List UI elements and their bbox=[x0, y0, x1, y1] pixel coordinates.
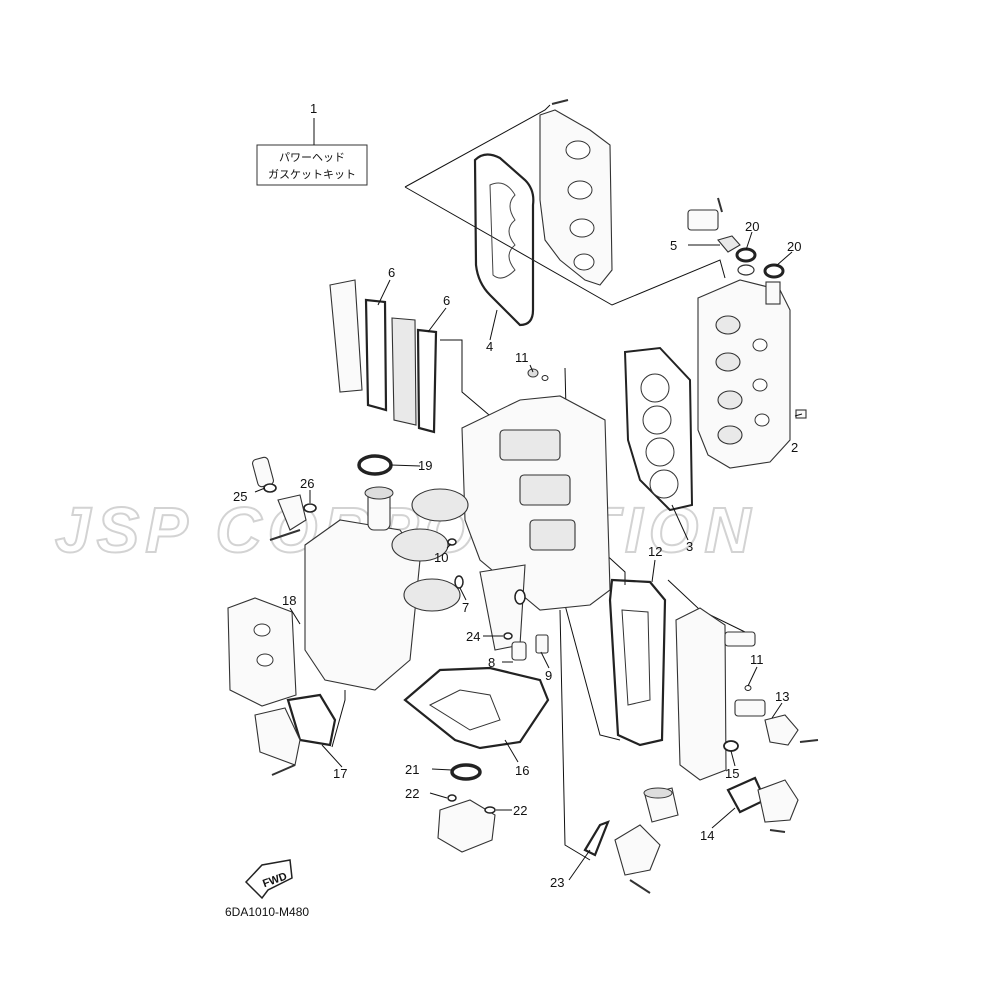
callout-26: 26 bbox=[300, 476, 314, 491]
callout-5: 5 bbox=[670, 238, 677, 253]
oil-filter bbox=[583, 787, 679, 894]
callout-6a: 6 bbox=[388, 265, 395, 280]
small-parts bbox=[447, 368, 549, 661]
callout-16: 16 bbox=[515, 763, 529, 778]
callout-4: 4 bbox=[486, 339, 493, 354]
callout-24: 24 bbox=[466, 629, 480, 644]
callout-3: 3 bbox=[686, 539, 693, 554]
gasket-17 bbox=[254, 693, 337, 776]
callout-6b: 6 bbox=[443, 293, 450, 308]
gasket-kit-box: パワーヘッド ガスケットキット bbox=[256, 118, 368, 186]
kit-box-line1: パワーヘッド bbox=[279, 151, 345, 164]
callout-7: 7 bbox=[462, 600, 469, 615]
head-gasket bbox=[623, 346, 694, 512]
crankshaft-assembly bbox=[304, 486, 469, 691]
callout-10: 10 bbox=[434, 550, 448, 565]
leader-lines bbox=[254, 231, 803, 881]
callout-21: 21 bbox=[405, 762, 419, 777]
callout-12: 12 bbox=[648, 544, 662, 559]
callout-22b: 22 bbox=[513, 803, 527, 818]
callout-9: 9 bbox=[545, 668, 552, 683]
callout-13: 13 bbox=[775, 689, 789, 704]
fwd-arrow: FWD bbox=[244, 859, 293, 900]
callout-11a: 11 bbox=[515, 350, 529, 365]
callout-1: 1 bbox=[310, 101, 317, 116]
callout-19: 19 bbox=[418, 458, 432, 473]
head-cover bbox=[539, 99, 613, 286]
head-cover-gasket bbox=[473, 153, 535, 327]
callout-15: 15 bbox=[725, 766, 739, 781]
oil-pump bbox=[437, 763, 496, 853]
callouts: 1 2 3 4 5 6 6 7 8 9 10 11 11 12 13 14 15… bbox=[233, 101, 801, 890]
seal-19 bbox=[357, 454, 393, 476]
callout-14: 14 bbox=[700, 828, 714, 843]
callout-20a: 20 bbox=[745, 219, 759, 234]
left-cover bbox=[227, 597, 297, 707]
cylinder-block bbox=[461, 395, 611, 651]
gasket-16 bbox=[403, 666, 550, 750]
cylinder-head bbox=[687, 197, 807, 469]
callout-22a: 22 bbox=[405, 786, 419, 801]
seal-20a bbox=[735, 247, 757, 276]
callout-23: 23 bbox=[550, 875, 564, 890]
exhaust-cover bbox=[675, 607, 766, 781]
callout-8: 8 bbox=[488, 655, 495, 670]
callout-25: 25 bbox=[233, 489, 247, 504]
callout-17: 17 bbox=[333, 766, 347, 781]
callout-18: 18 bbox=[282, 593, 296, 608]
diagram-code: 6DA1010-M480 bbox=[225, 905, 309, 919]
item-25-26 bbox=[251, 456, 317, 541]
callout-2: 2 bbox=[791, 440, 798, 455]
gasket-12 bbox=[608, 578, 667, 747]
thermostat-13-14 bbox=[726, 714, 819, 833]
callout-20b: 20 bbox=[787, 239, 801, 254]
item-5-part bbox=[717, 235, 741, 253]
gasket-6-left bbox=[329, 279, 438, 434]
seal-20b bbox=[763, 263, 785, 279]
callout-11b: 11 bbox=[750, 652, 764, 667]
kit-box-line2: ガスケットキット bbox=[268, 168, 356, 181]
